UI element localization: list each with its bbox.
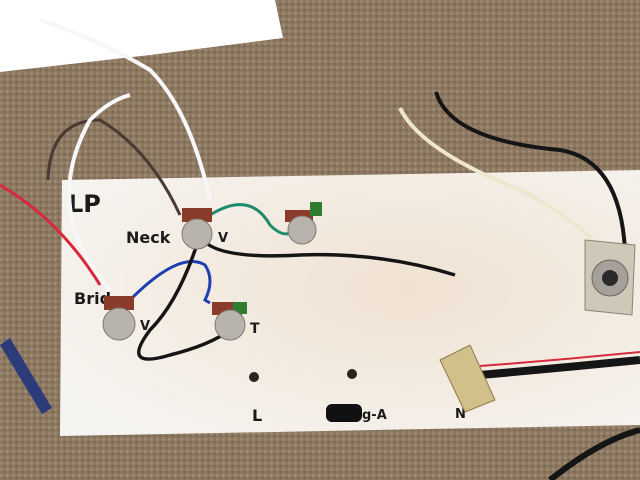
label-hole-left: L xyxy=(252,406,262,425)
label-bridge-v: V xyxy=(140,319,150,334)
wire-red xyxy=(479,351,640,367)
bridge-volume-pot xyxy=(102,296,136,341)
label-neck: Neck xyxy=(126,228,171,247)
wire-black xyxy=(434,91,627,251)
label-bridge: Brid xyxy=(74,289,111,308)
wire-red xyxy=(0,183,102,286)
board-hole xyxy=(347,369,357,379)
scribbled-out-text xyxy=(326,404,362,422)
label-hole-right: g-A xyxy=(362,408,387,423)
wire-blue xyxy=(128,260,212,305)
wire-white xyxy=(67,93,131,292)
wire-bundle xyxy=(479,356,640,379)
pencil xyxy=(0,338,52,414)
label-neck-v: V xyxy=(218,231,228,246)
label-lp: LP xyxy=(68,190,101,218)
label-tone-t: T xyxy=(250,321,260,337)
neck-volume-pot xyxy=(181,208,213,250)
wire-brown xyxy=(46,118,182,216)
wire-black xyxy=(137,234,232,361)
output-jack xyxy=(584,239,636,316)
wire-bundle xyxy=(548,427,640,480)
wire-black xyxy=(198,234,456,277)
board-hole xyxy=(249,372,259,382)
bridge-tone-pot xyxy=(212,302,247,341)
pickup-selector-switch xyxy=(439,344,496,413)
label-switch: N xyxy=(455,407,466,422)
wire-cream xyxy=(398,107,612,262)
paper-sheet xyxy=(0,0,283,72)
wire-white xyxy=(39,18,212,201)
neck-tone-pot xyxy=(285,202,322,245)
